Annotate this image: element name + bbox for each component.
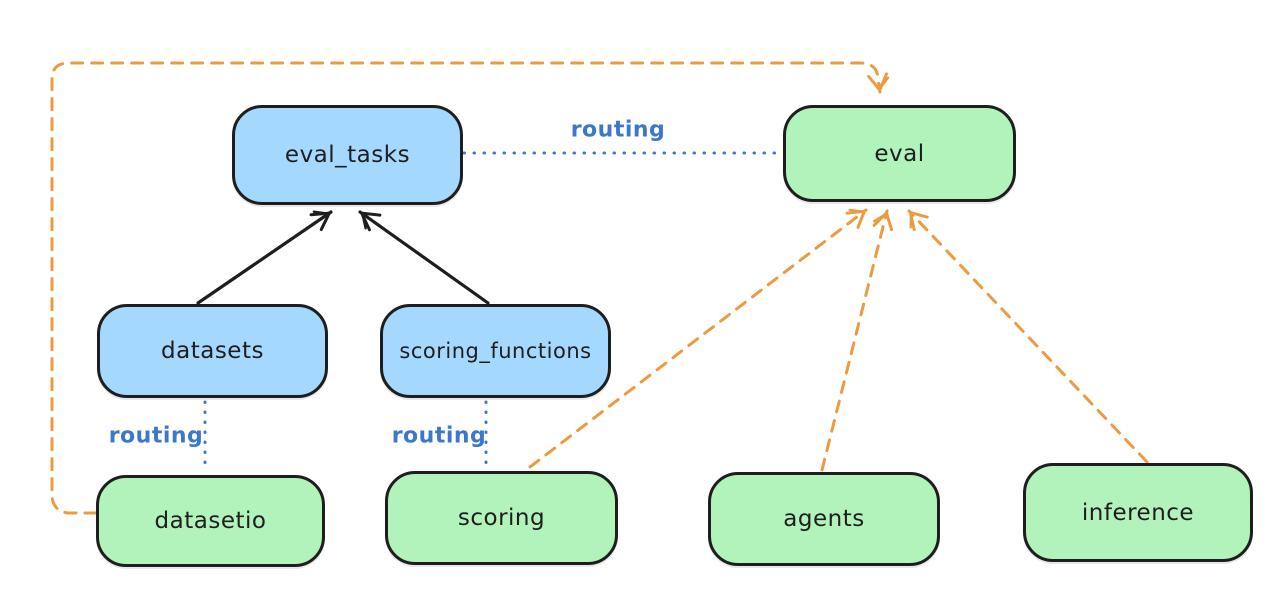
- edge-label-routing-scoring: routing: [391, 423, 487, 449]
- edge-label-routing-top: routing: [570, 117, 666, 143]
- edge-datasets-to-eval_tasks: [196, 210, 333, 305]
- edge-datasetio-to-eval-dashed: [50, 61, 890, 515]
- edge-scoring-to-eval-dashed: [528, 208, 868, 469]
- node-inference: inference: [1023, 463, 1253, 562]
- node-datasetio: datasetio: [96, 475, 325, 567]
- node-agents-label: agents: [783, 506, 865, 532]
- edge-agents-to-eval-dashed: [820, 209, 894, 472]
- node-inference-label: inference: [1081, 499, 1195, 526]
- node-eval_tasks: eval_tasks: [232, 105, 463, 205]
- edge-inference-to-eval-dashed: [907, 209, 1149, 464]
- node-scoring_functions: scoring_functions: [380, 304, 611, 398]
- node-scoring_functions-label: scoring_functions: [399, 339, 592, 363]
- node-eval: eval: [783, 105, 1016, 202]
- node-datasetio-label: datasetio: [154, 508, 267, 534]
- node-eval-label: eval: [874, 140, 925, 167]
- node-scoring: scoring: [385, 471, 618, 565]
- edge-scoring_functions-to-eval_tasks: [358, 210, 490, 305]
- node-eval_tasks-label: eval_tasks: [284, 142, 411, 168]
- node-scoring-label: scoring: [457, 505, 546, 531]
- node-datasets: datasets: [97, 304, 328, 398]
- edge-label-routing-datasets: routing: [108, 423, 204, 449]
- node-agents: agents: [708, 472, 940, 566]
- node-datasets-label: datasets: [161, 338, 264, 364]
